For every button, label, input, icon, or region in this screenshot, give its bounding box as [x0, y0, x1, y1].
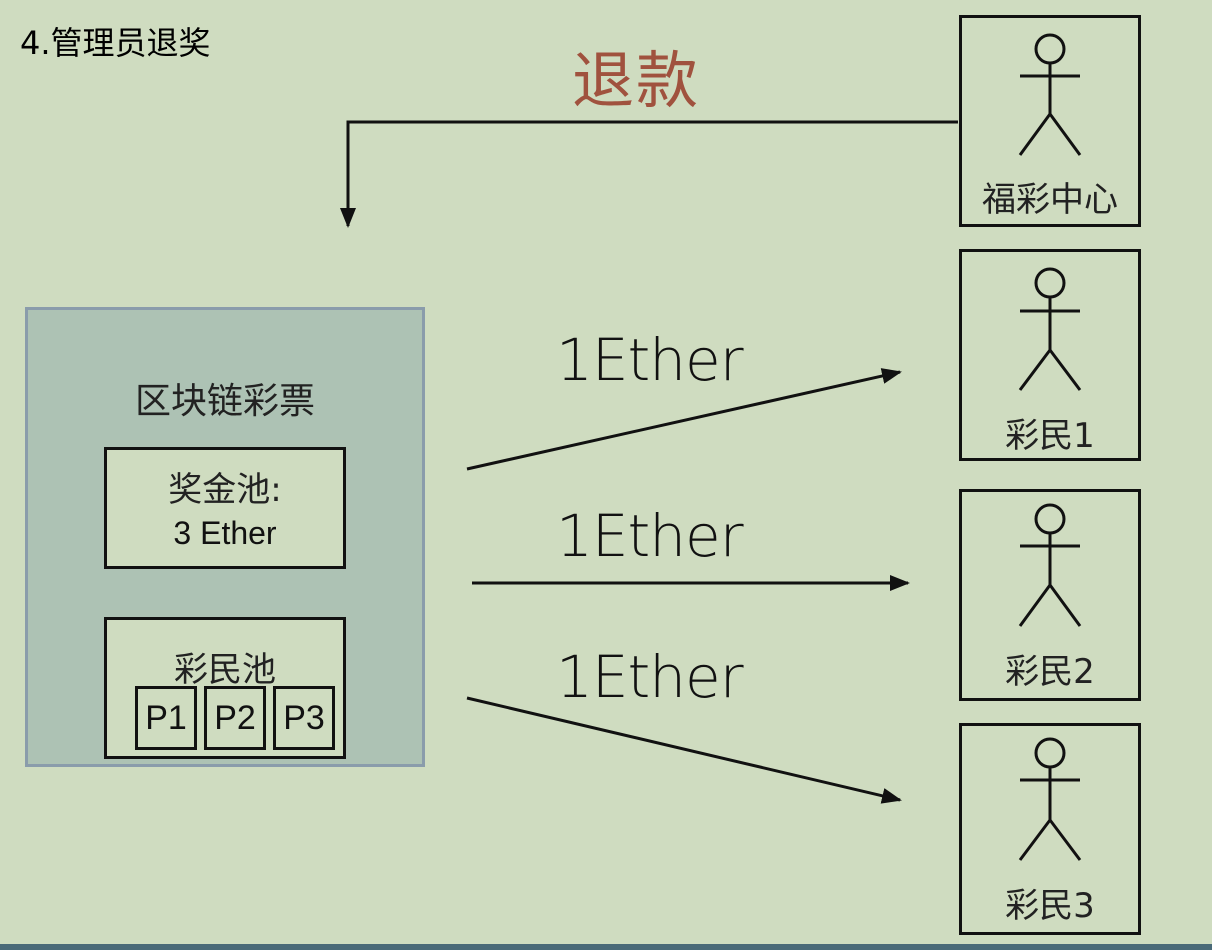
player-slot-p1: P1 [135, 686, 197, 750]
player-slot-p3: P3 [273, 686, 335, 750]
transfer-label-1: 1Ether [556, 326, 744, 394]
page-title: 4.管理员退奖 [20, 24, 211, 62]
actor-box-player1 [959, 249, 1141, 461]
actor-label-lottery-center: 福彩中心 [982, 180, 1118, 220]
actor-box-player3 [959, 723, 1141, 935]
transfer-label-3: 1Ether [556, 643, 744, 711]
person-icon-lottery-center [1018, 33, 1082, 156]
contract-title: 区块链彩票 [134, 381, 315, 422]
prize-pool-title: 奖金池: [168, 470, 282, 510]
refund-label: 退款 [572, 44, 701, 117]
actor-label-player3: 彩民3 [1005, 886, 1095, 926]
actor-box-player2 [959, 489, 1141, 701]
player-slot-p2: P2 [204, 686, 266, 750]
prize-pool-amount: 3 Ether [173, 515, 277, 551]
player-pool-title: 彩民池 [174, 650, 276, 690]
person-icon-player1 [1018, 267, 1082, 391]
bottom-edge-band [0, 944, 1212, 950]
transfer-arrow-1 [466, 368, 902, 471]
prize-pool-box [104, 447, 346, 569]
transfer-arrow-3 [466, 696, 902, 804]
refund-connector [340, 120, 958, 228]
person-icon-player3 [1018, 737, 1082, 861]
transfer-label-2: 1Ether [556, 502, 744, 570]
person-icon-player2 [1018, 503, 1082, 627]
actor-label-player2: 彩民2 [1005, 652, 1095, 692]
actor-label-player1: 彩民1 [1005, 416, 1095, 456]
actor-box-lottery-center [959, 15, 1141, 227]
